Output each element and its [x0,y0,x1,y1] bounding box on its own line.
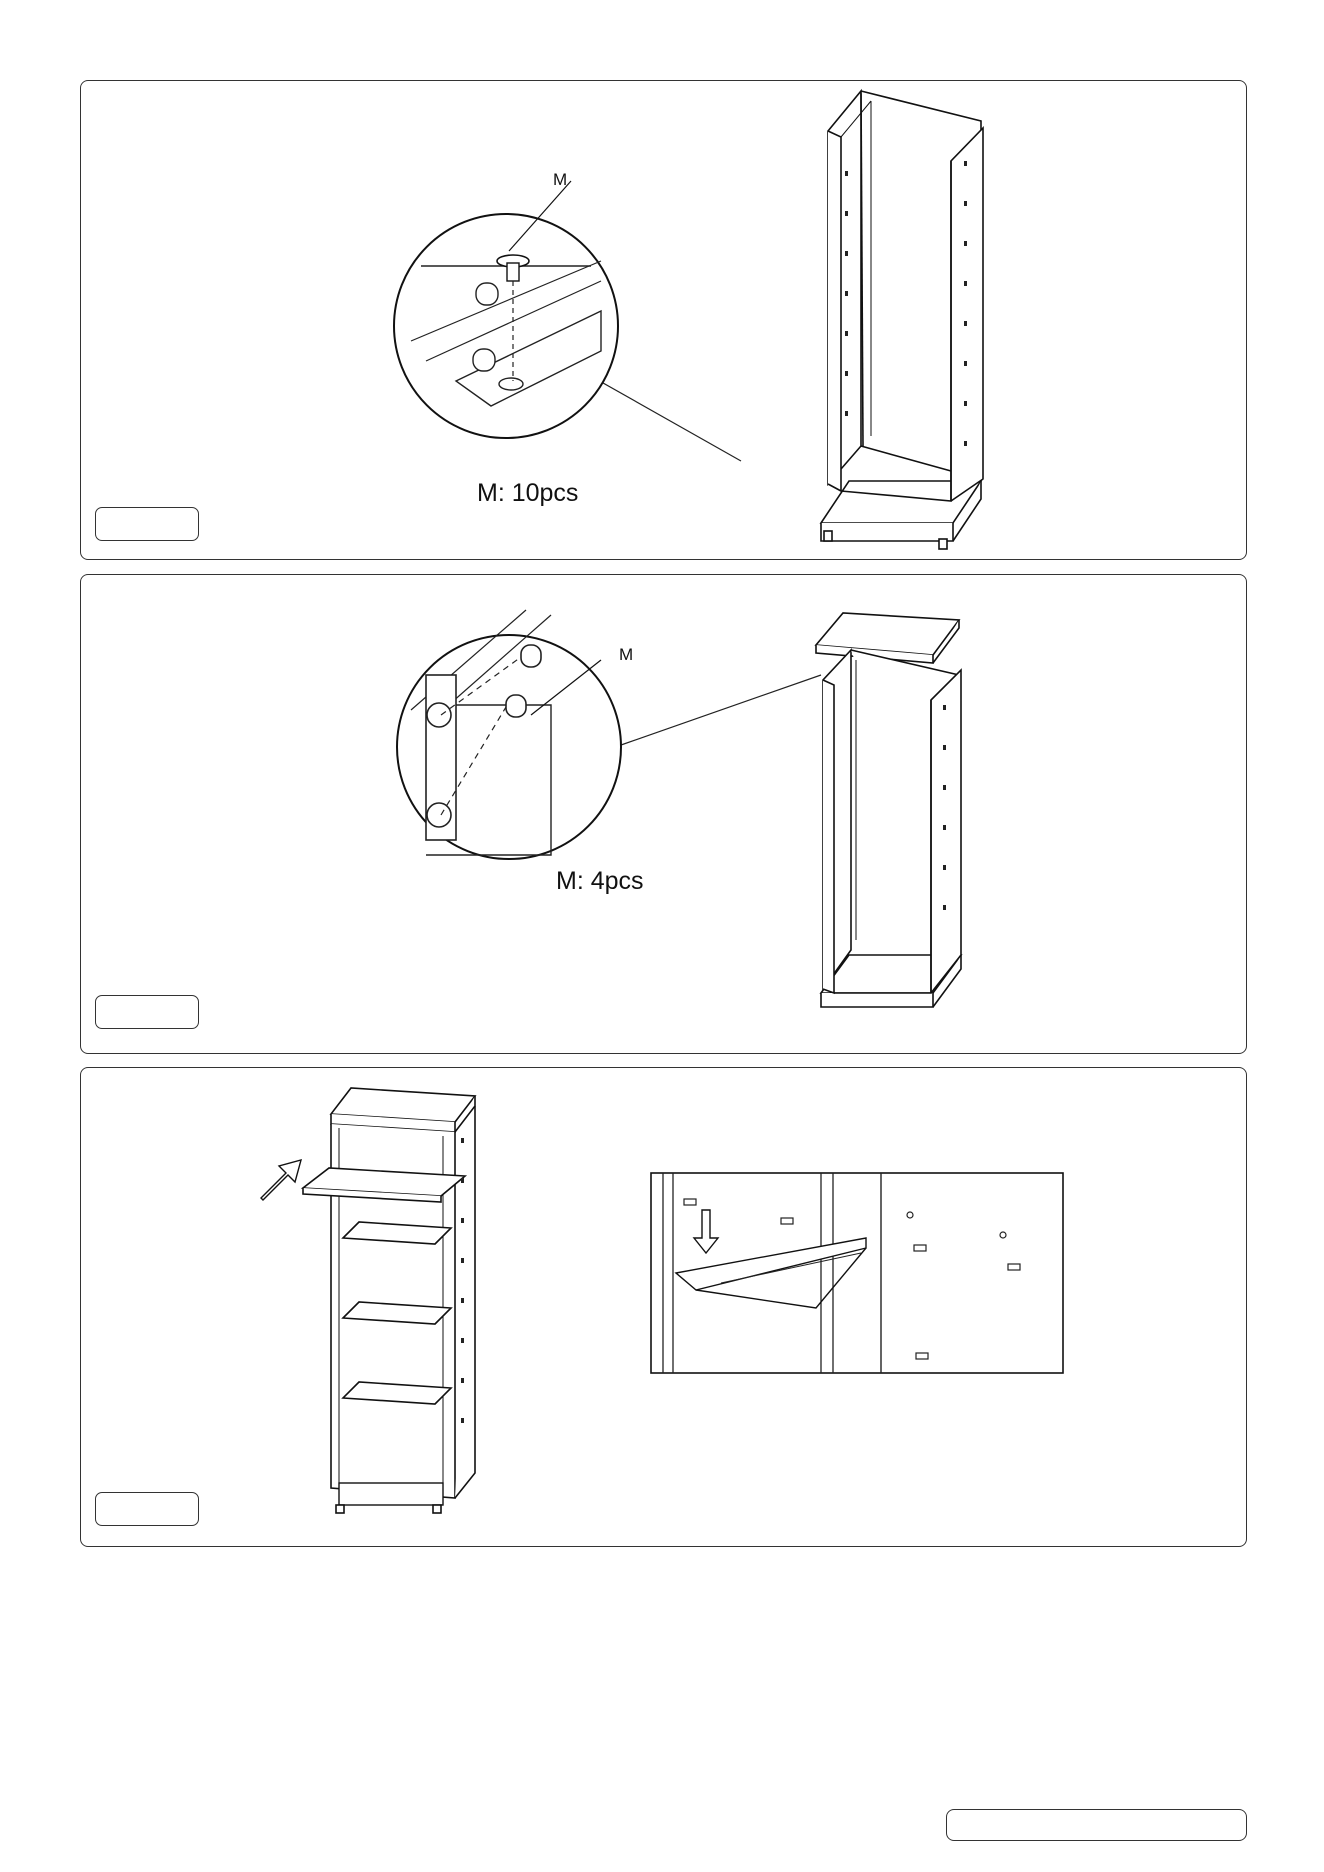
step-number-badge [95,507,199,541]
detail-magnifier-circle [397,610,621,859]
step-number-badge [95,995,199,1029]
detail-magnifier-circle [394,214,618,438]
step-1-illustration: M [81,81,1247,560]
step-number-badge [95,1492,199,1526]
step-panel-2: M M: 4pcs [80,574,1247,1054]
step-panel-1: M M: 10pcs [80,80,1247,560]
page-number-box [946,1809,1247,1841]
insert-arrow-icon [261,1160,301,1200]
step-2-illustration: M [81,575,1247,1054]
cabinet-frame-illustration [821,91,983,549]
shelf-cabinet-illustration [303,1088,475,1513]
callout-letter-m: M [553,170,567,189]
quantity-label: M: 10pcs [477,479,578,508]
quantity-label: M: 4pcs [556,867,644,896]
shelf-detail-box [651,1173,1063,1373]
cabinet-with-top-illustration [816,613,961,1007]
step-panel-3 [80,1067,1247,1547]
step-3-illustration [81,1068,1247,1547]
callout-letter-m: M [619,645,633,664]
